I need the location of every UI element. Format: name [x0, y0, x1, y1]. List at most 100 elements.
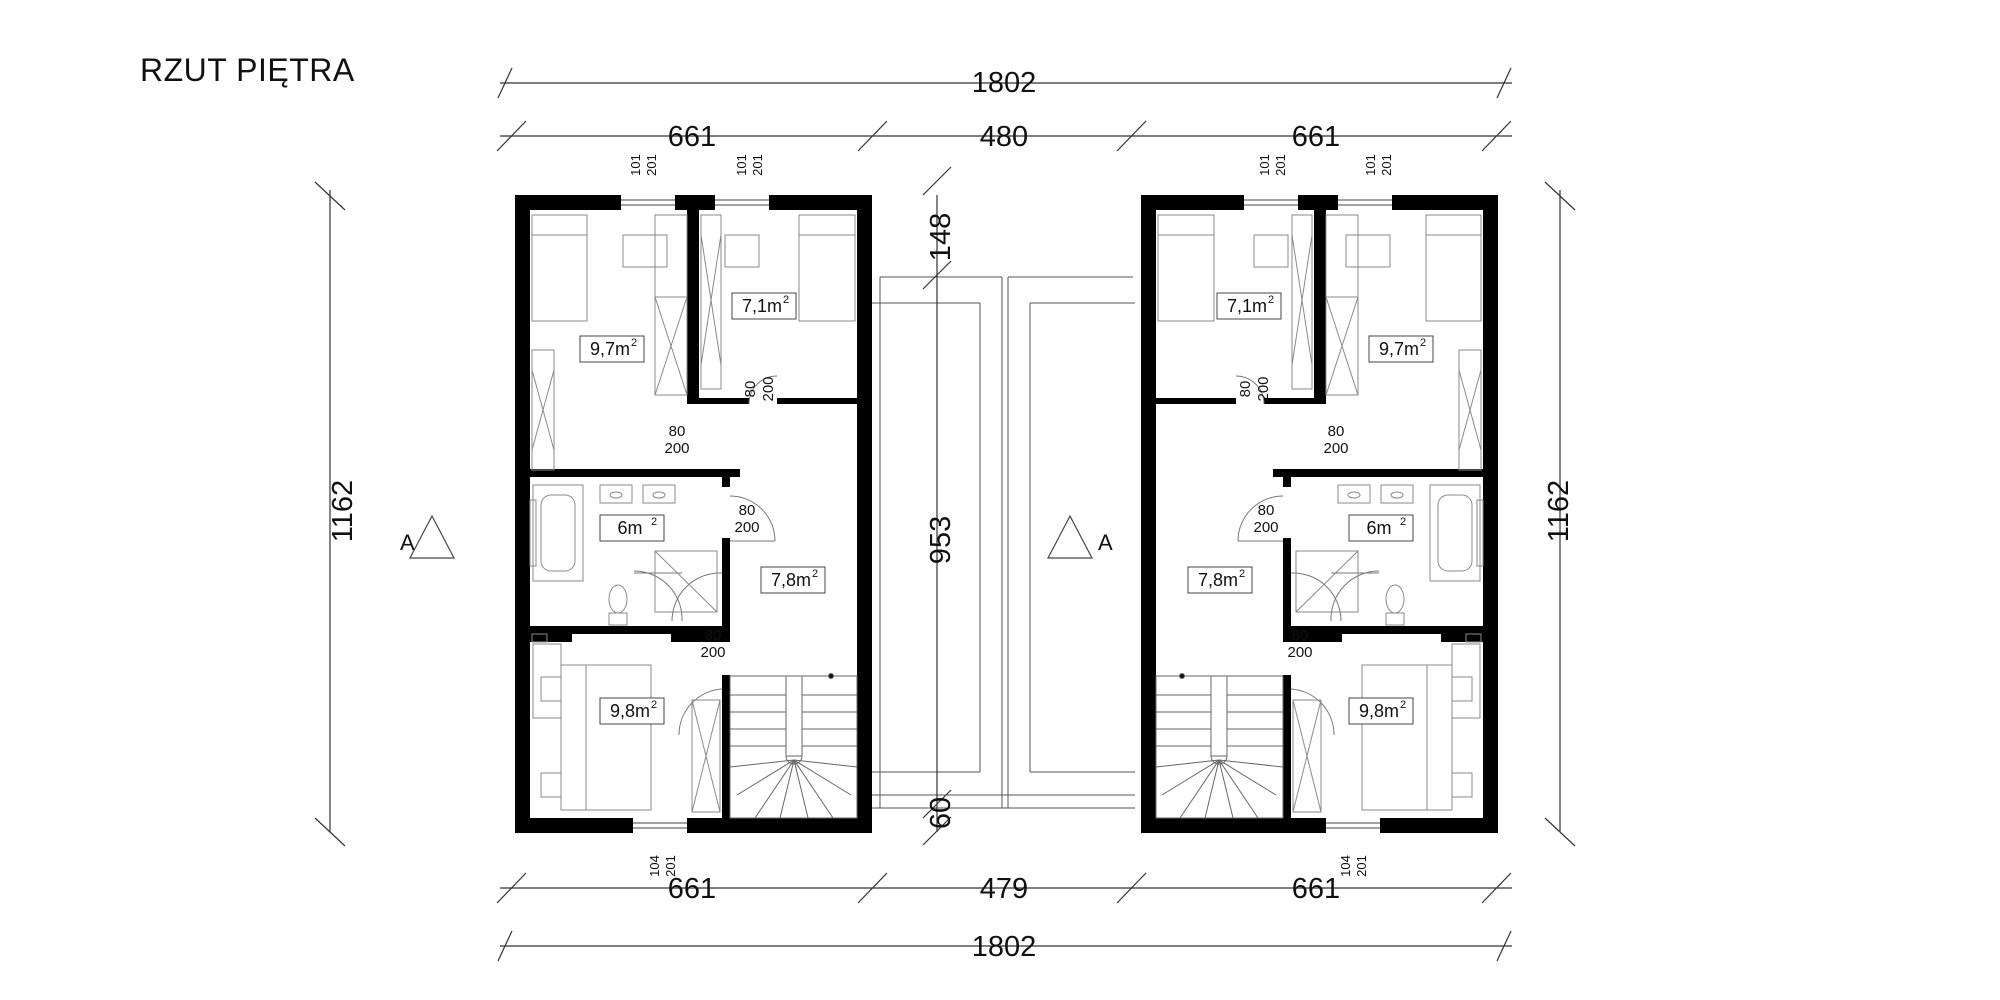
svg-text:A: A [1098, 530, 1113, 555]
area-unit-power: 2 [1268, 294, 1274, 306]
door-height: 200 [1253, 519, 1278, 536]
dim-top-right: 661 [1292, 121, 1340, 153]
door-height: 200 [1287, 644, 1312, 661]
room-area-value: 7,1m [1227, 296, 1267, 316]
room-area-value: 6m [617, 518, 642, 538]
area-unit-power: 2 [1420, 337, 1426, 349]
area-unit-power: 2 [651, 516, 657, 528]
section-marker-right: A [1047, 514, 1113, 559]
area-unit-power: 2 [1400, 699, 1406, 711]
dim-middle-top: 148 [925, 213, 957, 261]
room-area-value: 9,7m [590, 339, 630, 359]
dim-height-left: 1162 [327, 480, 359, 542]
window-width: 101 [1257, 154, 1272, 176]
section-triangle-icon [1047, 514, 1093, 559]
area-unit-power: 2 [1400, 516, 1406, 528]
room-area-value: 9,8m [610, 701, 650, 721]
door-width: 80 [669, 423, 686, 440]
door-height: 200 [700, 644, 725, 661]
room-area-label: 6m 2 [1348, 514, 1414, 542]
door-width: 80 [1328, 423, 1345, 440]
area-unit-power: 2 [651, 699, 657, 711]
door-height: 200 [734, 519, 759, 536]
dim-middle-main: 953 [925, 516, 957, 564]
room-area-value: 9,8m [1359, 701, 1399, 721]
dim-top-total: 1802 [972, 67, 1037, 99]
door-height: 200 [1323, 440, 1348, 457]
unit-left-structure [514, 194, 873, 834]
room-area-value: 6m [1366, 518, 1391, 538]
window-width: 101 [734, 154, 749, 176]
window-width: 104 [1338, 855, 1353, 877]
area-unit-power: 2 [812, 568, 818, 580]
window-width: 101 [1363, 154, 1378, 176]
dimension-labels: 1802 661 480 661 661 479 661 1802 1162 1… [327, 67, 1575, 963]
section-triangle-icon [409, 514, 455, 559]
door-width: 80 [1237, 381, 1254, 398]
door-height: 200 [1255, 376, 1272, 401]
area-unit-power: 2 [783, 294, 789, 306]
window-height: 201 [663, 855, 678, 877]
window-height: 201 [1273, 154, 1288, 176]
page-title: RZUT PIĘTRA [140, 52, 355, 88]
dim-top-middle: 480 [980, 121, 1028, 153]
dim-bottom-left: 661 [668, 873, 716, 905]
dim-bottom-total: 1802 [972, 931, 1037, 963]
dim-middle-bottom: 60 [925, 797, 957, 829]
dim-bottom-right: 661 [1292, 873, 1340, 905]
room-area-value: 9,7m [1379, 339, 1419, 359]
dimension-lines [314, 67, 1576, 962]
window-width: 104 [647, 855, 662, 877]
door-width: 80 [1258, 502, 1275, 519]
dim-height-right: 1162 [1543, 480, 1575, 542]
window-height: 201 [1354, 855, 1369, 877]
area-unit-power: 2 [1239, 568, 1245, 580]
svg-text:A: A [400, 530, 415, 555]
door-width: 80 [742, 381, 759, 398]
terrace-area [872, 276, 1135, 809]
section-marker-left: A [400, 514, 455, 559]
dim-top-left: 661 [668, 121, 716, 153]
dim-bottom-middle: 479 [980, 873, 1028, 905]
area-unit-power: 2 [631, 337, 637, 349]
door-width: 80 [1292, 627, 1309, 644]
door-width: 80 [705, 627, 722, 644]
window-width: 101 [628, 154, 643, 176]
room-area-label: 6m 2 [599, 514, 665, 542]
door-height: 200 [664, 440, 689, 457]
unit-right-structure [1140, 194, 1499, 834]
room-area-value: 7,1m [742, 296, 782, 316]
door-height: 200 [760, 376, 777, 401]
window-height: 201 [750, 154, 765, 176]
room-area-value: 7,8m [1198, 570, 1238, 590]
room-area-value: 7,8m [771, 570, 811, 590]
window-height: 201 [1379, 154, 1394, 176]
window-height: 201 [644, 154, 659, 176]
door-width: 80 [739, 502, 756, 519]
